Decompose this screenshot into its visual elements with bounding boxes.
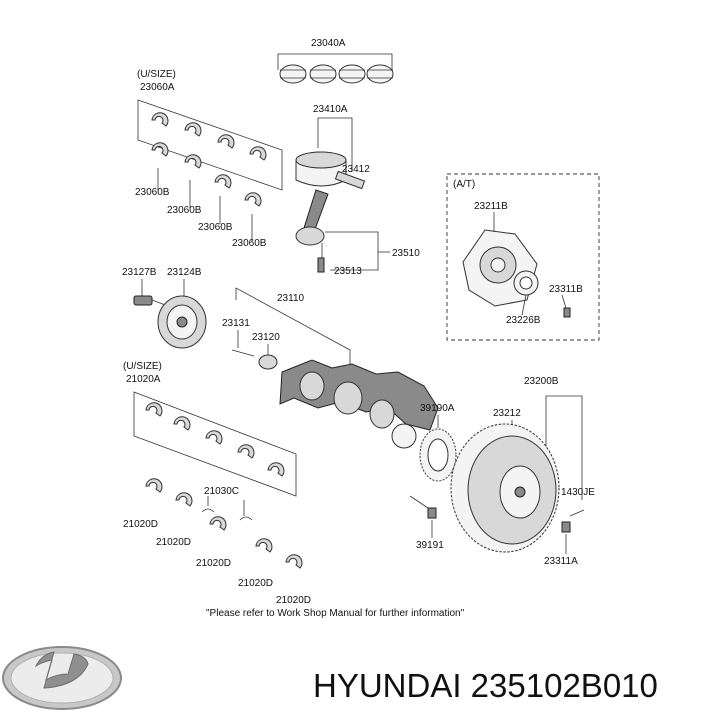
label-conrod-bearing-1: 23060B bbox=[135, 187, 170, 198]
label-dowel: 1430JE bbox=[561, 487, 595, 498]
label-conrod-bolt: 23513 bbox=[334, 266, 362, 277]
label-drive-plate: 23211B bbox=[474, 201, 508, 212]
label-drive-plate-bolt: 23311B bbox=[549, 284, 583, 295]
crankshaft bbox=[231, 349, 439, 449]
label-piston: 23410A bbox=[313, 104, 348, 115]
label-conrod-bearing-2: 23060B bbox=[167, 205, 202, 216]
label-main-bearing-5: 21020D bbox=[276, 595, 311, 606]
footnote: "Please refer to Work Shop Manual for fu… bbox=[206, 608, 465, 619]
label-conrod-bearing-3: 23060B bbox=[198, 222, 233, 233]
main-bearing-set bbox=[133, 391, 303, 569]
label-drive-plate-spacer: 23226B bbox=[506, 315, 541, 326]
label-ring-set: 23040A bbox=[311, 38, 346, 49]
label-piston-pin: 23412 bbox=[342, 164, 370, 175]
part-caption: HYUNDAI 235102B010 bbox=[313, 667, 658, 704]
label-main-bearing-2: 21020D bbox=[156, 537, 191, 548]
label-flywheel: 23212 bbox=[493, 408, 521, 419]
label-ring-gear: 39190A bbox=[420, 403, 455, 414]
label-crankshaft: 23110 bbox=[277, 293, 305, 304]
label-thrust-bearing: 21030C bbox=[204, 486, 239, 497]
hyundai-logo-icon bbox=[2, 646, 122, 710]
label-pulley: 23124B bbox=[167, 267, 202, 278]
label-at-box: (A/T) bbox=[453, 179, 475, 190]
label-main-bearing-1: 21020D bbox=[123, 519, 158, 530]
label-key: 23131 bbox=[222, 318, 250, 329]
label-main-bearing-4: 21020D bbox=[238, 578, 273, 589]
piston-ring-set bbox=[277, 53, 394, 84]
upper-bearing-set bbox=[137, 99, 283, 242]
flywheel-bolt bbox=[561, 509, 585, 533]
sensor-bolt bbox=[427, 507, 437, 519]
label-sprocket: 23120 bbox=[252, 332, 280, 343]
flywheel bbox=[450, 423, 560, 553]
crank-pulley bbox=[133, 295, 207, 349]
label-upper-usize: (U/SIZE) bbox=[137, 69, 176, 80]
at-drive-plate-box bbox=[446, 173, 600, 341]
sensor-ring-gear bbox=[419, 428, 457, 482]
label-conrod-assy: 23510 bbox=[392, 248, 420, 259]
label-main-bearing-set: 21020A bbox=[126, 374, 161, 385]
label-lower-usize: (U/SIZE) bbox=[123, 361, 162, 372]
label-upper-bearing-set: 23060A bbox=[140, 82, 175, 93]
label-pulley-bolt: 23127B bbox=[122, 267, 157, 278]
piston-assembly bbox=[295, 151, 366, 273]
label-flywheel-assy: 23200B bbox=[524, 376, 559, 387]
label-sensor-bolt: 39191 bbox=[416, 540, 444, 551]
label-conrod-bearing-4: 23060B bbox=[232, 238, 267, 249]
label-flywheel-bolt: 23311A bbox=[544, 556, 578, 567]
label-main-bearing-3: 21020D bbox=[196, 558, 231, 569]
